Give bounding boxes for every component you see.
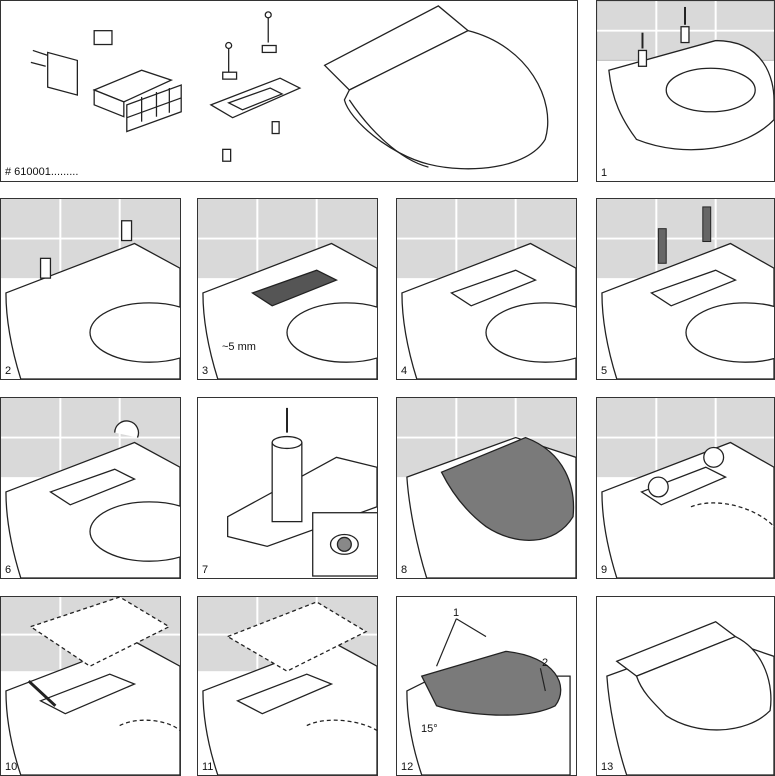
tighten-screws-illustration: [597, 199, 774, 379]
parts-overview-panel: # 610001.........: [0, 0, 578, 182]
step-number: 1: [601, 167, 608, 179]
release-seat-wrench-illustration: [1, 597, 180, 775]
step-number: 5: [601, 365, 608, 377]
step-number: 4: [401, 365, 408, 377]
remove-seat-illustration: [198, 597, 377, 775]
completed-installation-illustration: [606, 620, 774, 775]
lock-seat-illustration: [597, 398, 774, 578]
step-number: 3: [202, 365, 209, 377]
rotate-connector-illustration: [1, 398, 180, 578]
step-number: 6: [5, 564, 12, 576]
step-number: 13: [601, 761, 614, 773]
wall-mounted-toilet-illustration: [597, 1, 774, 151]
step-5-panel: 5: [596, 198, 775, 380]
step-number: 11: [202, 761, 214, 773]
callout-2-label: 2: [542, 657, 549, 669]
step-9-panel: 9: [596, 397, 775, 579]
align-mounting-plate-illustration: [397, 199, 576, 379]
place-mounting-plate-illustration: [198, 199, 377, 379]
step-number: 10: [5, 761, 18, 773]
step-6-panel: 6: [0, 397, 181, 579]
step-number: 8: [401, 564, 408, 576]
parts-overview-illustration: [30, 5, 549, 170]
step-12-panel: 1 2 15° 12: [396, 596, 577, 776]
step-number: 9: [601, 564, 608, 576]
step-8-panel: 8: [396, 397, 577, 579]
step-number: 12: [401, 761, 414, 773]
step-2-panel: 2: [0, 198, 181, 380]
install-studs-illustration: [1, 199, 180, 379]
step-number: 2: [5, 365, 12, 377]
step-13-panel: 13: [596, 596, 775, 776]
step-7-panel: 7: [197, 397, 378, 579]
step-number: 7: [202, 564, 209, 576]
callout-1-label: 1: [453, 607, 460, 619]
step-1-panel: 1: [596, 0, 775, 182]
step-11-panel: 11: [197, 596, 378, 776]
seat-angle-illustration: [406, 618, 571, 775]
step-3-panel: ~5 mm 3: [197, 198, 378, 380]
part-number-label: # 610001.........: [5, 166, 79, 178]
step-4-panel: 4: [396, 198, 577, 380]
step-10-panel: 10: [0, 596, 181, 776]
attach-seat-illustration: [397, 398, 576, 578]
water-connector-detail-illustration: [227, 407, 377, 577]
distance-label: ~5 mm: [222, 341, 256, 353]
angle-label: 15°: [421, 723, 438, 735]
